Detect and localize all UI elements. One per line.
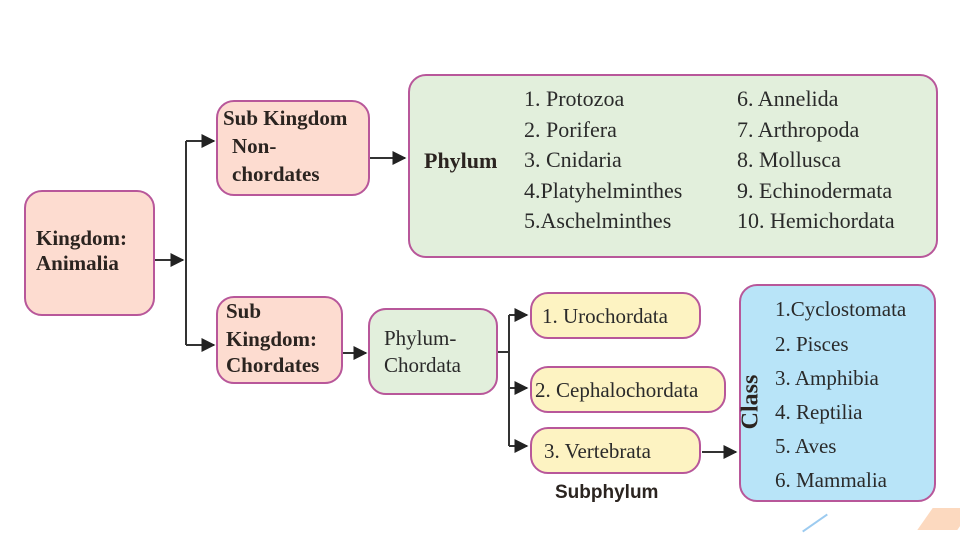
subphylum-label: 2. Cephalochordata bbox=[535, 378, 699, 402]
phylum-label: Phylum bbox=[424, 148, 498, 173]
class-item: 6. Mammalia bbox=[775, 468, 887, 492]
subphylum-label: 3. Vertebrata bbox=[544, 439, 651, 463]
class-item: 1.Cyclostomata bbox=[775, 297, 907, 321]
class-item: 2. Pisces bbox=[775, 332, 849, 356]
kingdom-box: Kingdom: Animalia bbox=[24, 190, 155, 316]
non-chordates-line3: chordates bbox=[232, 162, 320, 186]
phylum-item: 2. Porifera bbox=[524, 117, 617, 142]
phylum-box: Phylum 1. Protozoa 2. Porifera 3. Cnidar… bbox=[408, 74, 938, 258]
subphylum-vertebrata: 3. Vertebrata bbox=[530, 427, 701, 474]
chordates-line1: Sub bbox=[226, 299, 262, 323]
decorative-blue-stroke bbox=[802, 513, 828, 533]
phylum-item: 8. Mollusca bbox=[737, 147, 841, 172]
class-item: 3. Amphibia bbox=[775, 366, 879, 390]
non-chordates-line1: Sub Kingdom bbox=[223, 106, 348, 130]
phylum-item: 7. Arthropoda bbox=[737, 117, 860, 142]
non-chordates-line2: Non- bbox=[232, 134, 277, 158]
chordates-box: Sub Kingdom: Chordates bbox=[216, 296, 343, 384]
phylum-item: 6. Annelida bbox=[737, 86, 839, 111]
kingdom-line2: Animalia bbox=[36, 251, 119, 275]
decorative-orange-chevron bbox=[917, 508, 960, 530]
chordates-line2: Kingdom: bbox=[226, 327, 318, 351]
phylum-item: 9. Echinodermata bbox=[737, 178, 893, 203]
subphylum-urochordata: 1. Urochordata bbox=[530, 292, 701, 339]
phylum-chordata-line1: Phylum- bbox=[384, 326, 457, 350]
phylum-chordata-line2: Chordata bbox=[384, 353, 461, 377]
subphylum-cephalochordata: 2. Cephalochordata bbox=[530, 366, 726, 413]
phylum-item: 10. Hemichordata bbox=[737, 208, 895, 233]
chordates-line3: Chordates bbox=[226, 353, 320, 377]
class-label: Class bbox=[737, 374, 764, 430]
phylum-item: 3. Cnidaria bbox=[524, 147, 622, 172]
phylum-chordata-box: Phylum- Chordata bbox=[368, 308, 498, 395]
class-box: Class 1.Cyclostomata 2. Pisces 3. Amphib… bbox=[737, 284, 936, 502]
phylum-item: 1. Protozoa bbox=[524, 86, 625, 111]
subphylum-caption: Subphylum bbox=[555, 482, 659, 503]
non-chordates-box: Sub Kingdom Non- chordates bbox=[216, 100, 370, 196]
class-item: 5. Aves bbox=[775, 434, 837, 458]
phylum-item: 5.Aschelminthes bbox=[524, 208, 672, 233]
subphylum-label: 1. Urochordata bbox=[542, 304, 668, 328]
class-item: 4. Reptilia bbox=[775, 400, 863, 424]
phylum-item: 4.Platyhelminthes bbox=[524, 178, 683, 203]
kingdom-line1: Kingdom: bbox=[36, 226, 128, 250]
